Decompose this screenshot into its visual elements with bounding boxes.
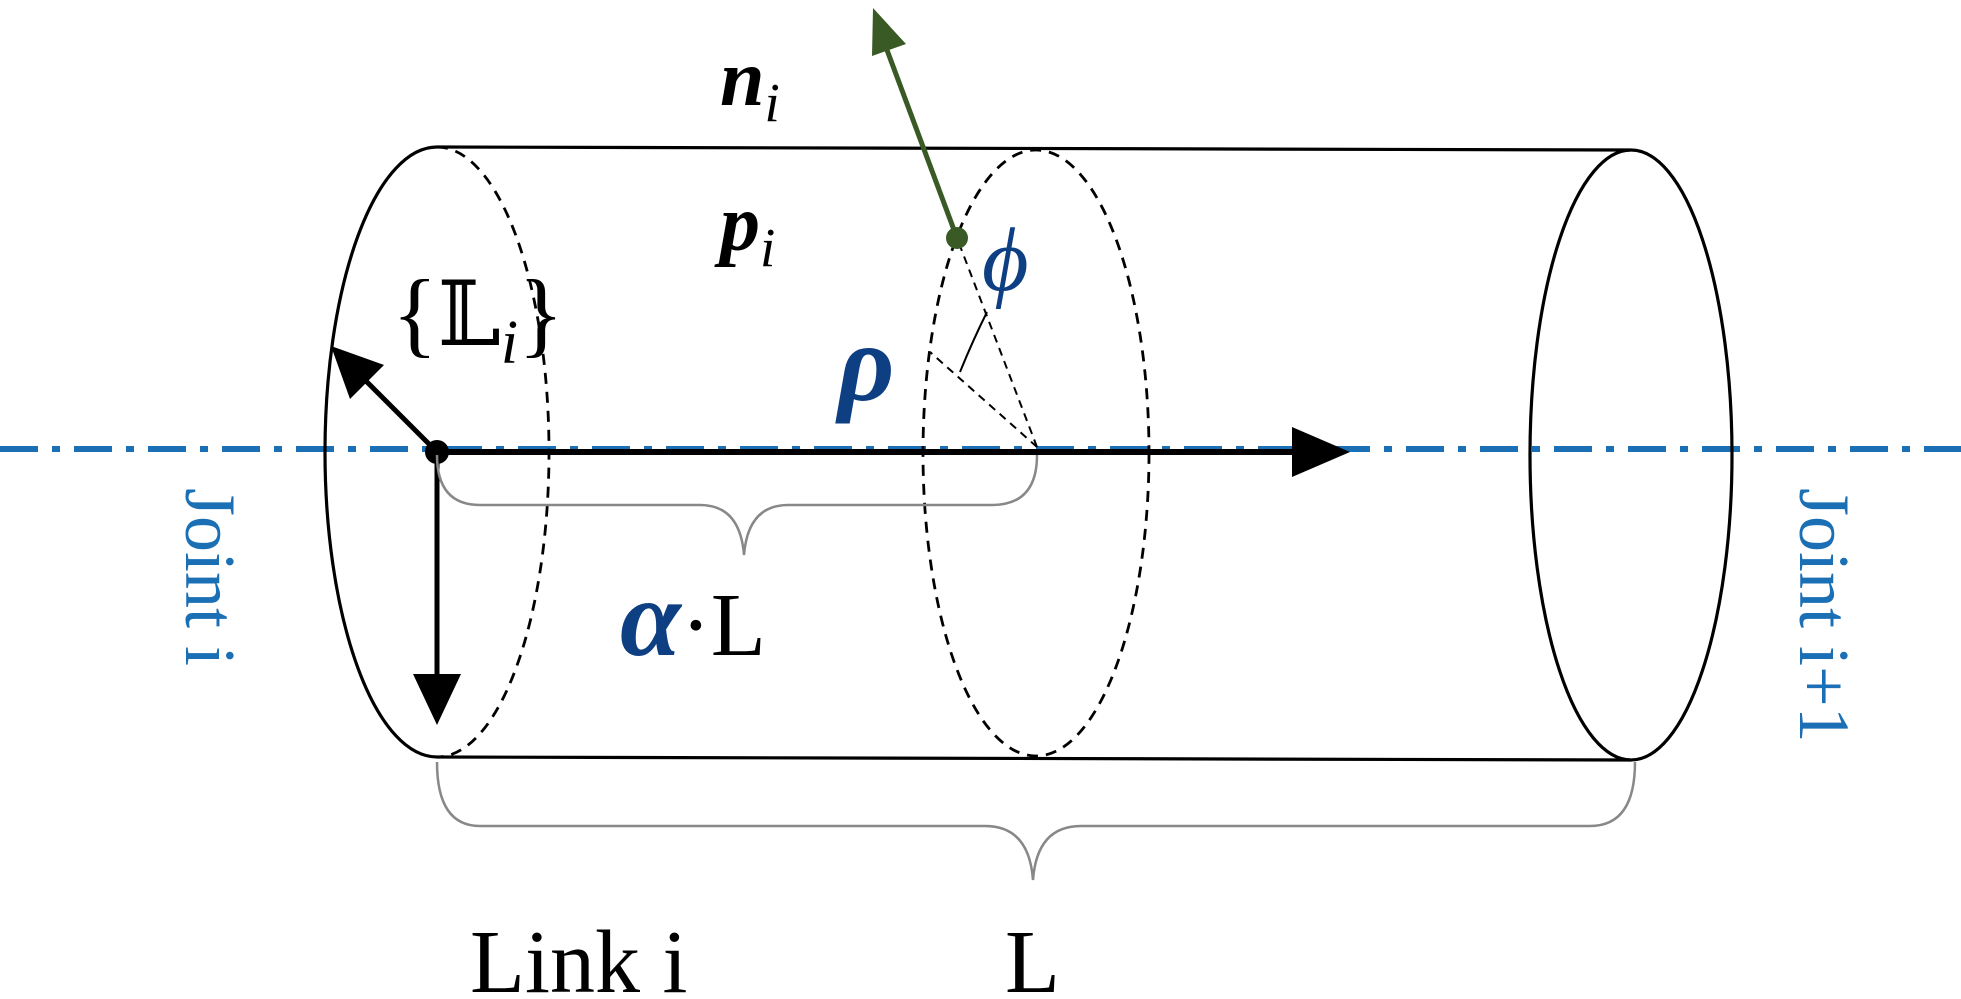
cylinder-bottom-edge — [436, 755, 1631, 762]
frame-axis-z-arrowhead — [413, 674, 461, 725]
angle-arc — [959, 311, 988, 373]
point-p-dot — [946, 227, 968, 249]
length-brace — [435, 761, 1637, 881]
normal-vector — [872, 8, 968, 249]
cylinder-top-edge — [436, 145, 1631, 152]
angle-phi-label: ϕ — [982, 211, 1029, 310]
normal-vector-shaft — [884, 49, 960, 239]
cylinder-left-end-solid — [323, 145, 438, 759]
normal-vector-arrowhead — [872, 8, 906, 56]
perpendicular-line — [929, 351, 1038, 448]
frame-origin-dot — [425, 440, 449, 464]
point-label: pi — [714, 180, 775, 278]
length-label: L — [1005, 913, 1060, 999]
link-label: Link i — [470, 913, 688, 999]
radius-rho-label: ρ — [835, 302, 895, 424]
joint-right-label: Joint i+1 — [1784, 488, 1864, 743]
cylinder-right-end — [1528, 148, 1734, 762]
normal-vector-label: ni — [720, 35, 780, 133]
radius-line — [956, 237, 1038, 448]
link-frame-label: {𝕃i} — [392, 260, 564, 377]
frame-axis-y-arrowhead — [331, 346, 384, 399]
radius-construction — [929, 237, 1038, 448]
frame-axis-x-arrowhead — [1292, 427, 1350, 477]
alpha-length-label: α·L — [620, 557, 766, 679]
frame-axis-y — [360, 375, 439, 454]
alpha-length-brace — [435, 454, 1039, 556]
joint-left-label: Joint i — [170, 488, 250, 666]
link-frame-axes — [331, 346, 1350, 725]
